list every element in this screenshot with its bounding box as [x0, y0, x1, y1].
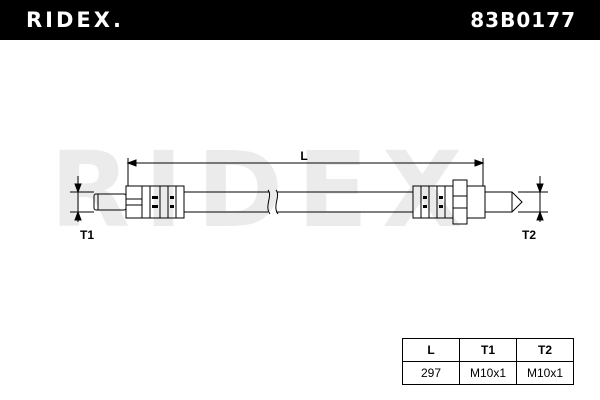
fitting-detail-marks: [152, 196, 443, 208]
value-length: 297: [402, 361, 460, 385]
value-thread-right: M10x1: [516, 361, 574, 385]
header-length: L: [402, 338, 460, 362]
header-thread-left: T1: [459, 338, 517, 362]
part-number: 83B0177: [470, 8, 576, 32]
length-label: L: [300, 149, 307, 163]
spec-table: L T1 T2 297 M10x1 M10x1: [402, 338, 574, 385]
brand-watermark: RIDEX: [50, 129, 477, 251]
spec-table-value-row: 297 M10x1 M10x1: [402, 361, 574, 385]
spec-table-header-row: L T1 T2: [402, 338, 574, 362]
thread-left-label: T1: [80, 228, 94, 242]
hose-body: [184, 189, 413, 215]
header-bar: RIDEX. 83B0177: [0, 0, 600, 40]
thread-right-label: T2: [522, 228, 536, 242]
length-dimension: [126, 158, 485, 186]
thread-dimension-right: [518, 176, 548, 222]
thread-dimension-left: [70, 176, 94, 222]
left-fitting: [93, 185, 185, 219]
header-thread-right: T2: [516, 338, 574, 362]
value-thread-left: M10x1: [459, 361, 517, 385]
right-fitting: [412, 179, 523, 225]
brand-logo: RIDEX.: [26, 8, 124, 32]
